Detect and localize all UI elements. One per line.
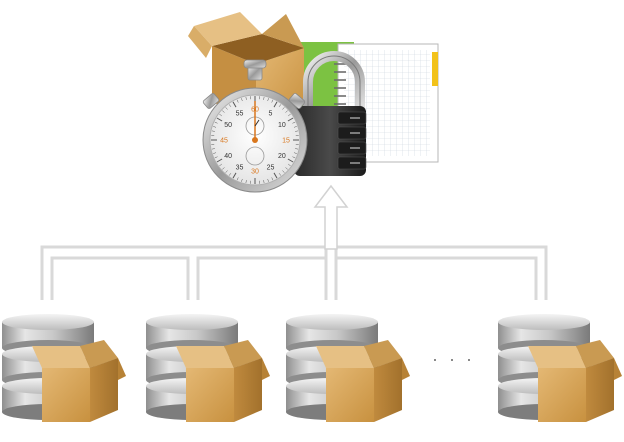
dial-tick [295, 148, 299, 150]
dial-tick [228, 104, 232, 107]
database-source-4 [498, 314, 622, 422]
dial-tick [267, 98, 269, 102]
dial-number: 35 [236, 164, 244, 171]
dial-tick [214, 156, 218, 159]
dial-tick [285, 167, 288, 170]
dial-tick [225, 170, 228, 173]
arrow-up-icon [313, 184, 349, 250]
dial-number: 40 [224, 153, 232, 160]
dial-number: 55 [236, 111, 244, 118]
connector-lines [40, 206, 548, 300]
dial-number: 20 [278, 153, 286, 160]
dial-number: 10 [278, 122, 286, 129]
dial-tick [288, 113, 291, 117]
dial-tick [232, 101, 237, 108]
dial-tick [245, 96, 247, 100]
dial-number: 25 [267, 164, 275, 171]
dial-tick [278, 173, 282, 176]
dial-tick [232, 172, 237, 179]
more-sources-ellipsis: · · · [432, 349, 475, 369]
dial-tick [216, 158, 223, 163]
dial-tick [295, 130, 299, 132]
dial-tick [225, 107, 228, 110]
dial-tick [263, 180, 265, 184]
database-source-3 [286, 314, 410, 422]
dial-tick [236, 99, 239, 103]
dial-tick [282, 107, 285, 110]
dial-tick [282, 170, 285, 173]
dial-tick [285, 110, 288, 113]
dial-tick [288, 163, 291, 167]
dial-number: 50 [224, 122, 232, 129]
combination-padlock-icon [294, 51, 367, 176]
dial-tick [292, 121, 296, 124]
dial-tick [211, 130, 215, 132]
dial-tick [292, 156, 296, 159]
dial-tick [222, 167, 225, 170]
dial-number: 15 [282, 138, 290, 145]
dial-tick [271, 177, 274, 181]
dial-number: 5 [269, 111, 273, 118]
dial-tick [267, 178, 269, 182]
dial-tick [236, 177, 239, 181]
dial-tick [214, 121, 218, 124]
stopwatch-dial-ticks [211, 96, 299, 184]
dial-tick [293, 152, 297, 154]
dial-tick [213, 152, 217, 154]
dial-tick [241, 178, 243, 182]
dial-tick [287, 117, 294, 122]
dial-tick [287, 158, 294, 163]
dial-tick [222, 110, 225, 113]
dial-tick [278, 104, 282, 107]
dial-tick [211, 148, 215, 150]
dial-tick [271, 99, 274, 103]
dial-number: 45 [220, 138, 228, 145]
dial-number: 30 [251, 169, 259, 176]
dial-tick [228, 173, 232, 176]
dial-tick [241, 98, 243, 102]
dial-tick [219, 113, 222, 117]
dial-tick [213, 126, 217, 128]
dial-tick [273, 172, 278, 179]
stopwatch-icon: 60510152025303540455055 [202, 59, 308, 193]
dial-tick [293, 126, 297, 128]
dial-tick [263, 96, 265, 100]
dial-tick [216, 117, 223, 122]
database-source-2 [146, 314, 270, 422]
dial-tick [273, 101, 278, 108]
dial-tick [219, 163, 222, 167]
dial-tick [245, 180, 247, 184]
database-source-1 [2, 314, 126, 422]
